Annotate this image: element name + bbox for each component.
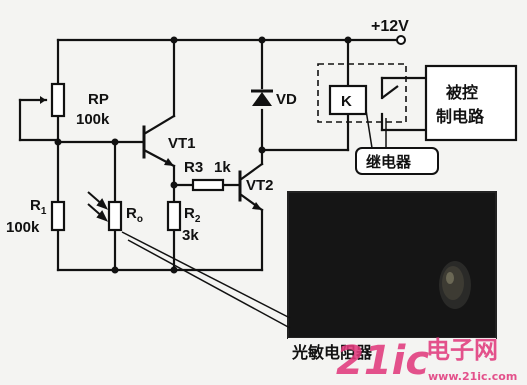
- r1-value-label: 100k: [6, 219, 40, 236]
- relay-name-label: 继电器: [366, 153, 412, 171]
- r2-name-label: R2: [184, 205, 201, 225]
- rp-name-label: RP: [88, 91, 109, 108]
- relay-label-box: [355, 147, 439, 175]
- vt1-emitter-arrow-icon: [164, 158, 174, 166]
- diode-vd-icon: [251, 89, 273, 106]
- controlled-circuit-label-1: 被控: [446, 83, 478, 102]
- relay-contact-icon: [381, 85, 399, 99]
- site-watermark: 21ic 电子网 www.21ic.com: [336, 336, 517, 384]
- supply-terminal-icon: [396, 35, 406, 45]
- resistor-rp-icon: [50, 82, 66, 118]
- supply-label: +12V: [371, 18, 409, 35]
- r1-name-label: R1: [30, 197, 47, 217]
- controlled-circuit-box: [424, 64, 518, 142]
- ro-name-label: Ro: [126, 205, 143, 225]
- resistor-r3-icon: [191, 178, 225, 192]
- relay-callout: [365, 109, 387, 149]
- r3-label: R3: [184, 159, 203, 176]
- junction-dots: [54, 36, 352, 274]
- light-arrows-icon: [87, 191, 109, 222]
- r3-value-label: 1k: [214, 159, 231, 176]
- vt1-label: VT1: [168, 135, 196, 152]
- relay-coil-icon: [328, 84, 368, 116]
- photo-caption: 光敏电阻器: [291, 343, 373, 362]
- controlled-circuit-label-2: 制电路: [436, 107, 485, 126]
- photoresistor-photo: [287, 191, 497, 339]
- relay-k-label: K: [341, 93, 352, 110]
- photo-leader-lines: [121, 231, 291, 329]
- rp-value-label: 100k: [76, 111, 110, 128]
- resistor-r1-icon: [50, 200, 66, 232]
- vt2-label: VT2: [246, 177, 274, 194]
- r2-value-label: 3k: [182, 227, 199, 244]
- watermark-logo: 21ic: [336, 338, 429, 384]
- vd-label: VD: [276, 91, 297, 108]
- photoresistor-icon: [107, 200, 123, 232]
- relay-enclosure: [317, 63, 407, 123]
- vt2-emitter-arrow-icon: [252, 202, 262, 210]
- watermark-url: www.21ic.com: [428, 370, 517, 383]
- watermark-site: 电子网: [426, 336, 498, 364]
- resistor-r2-icon: [166, 200, 182, 232]
